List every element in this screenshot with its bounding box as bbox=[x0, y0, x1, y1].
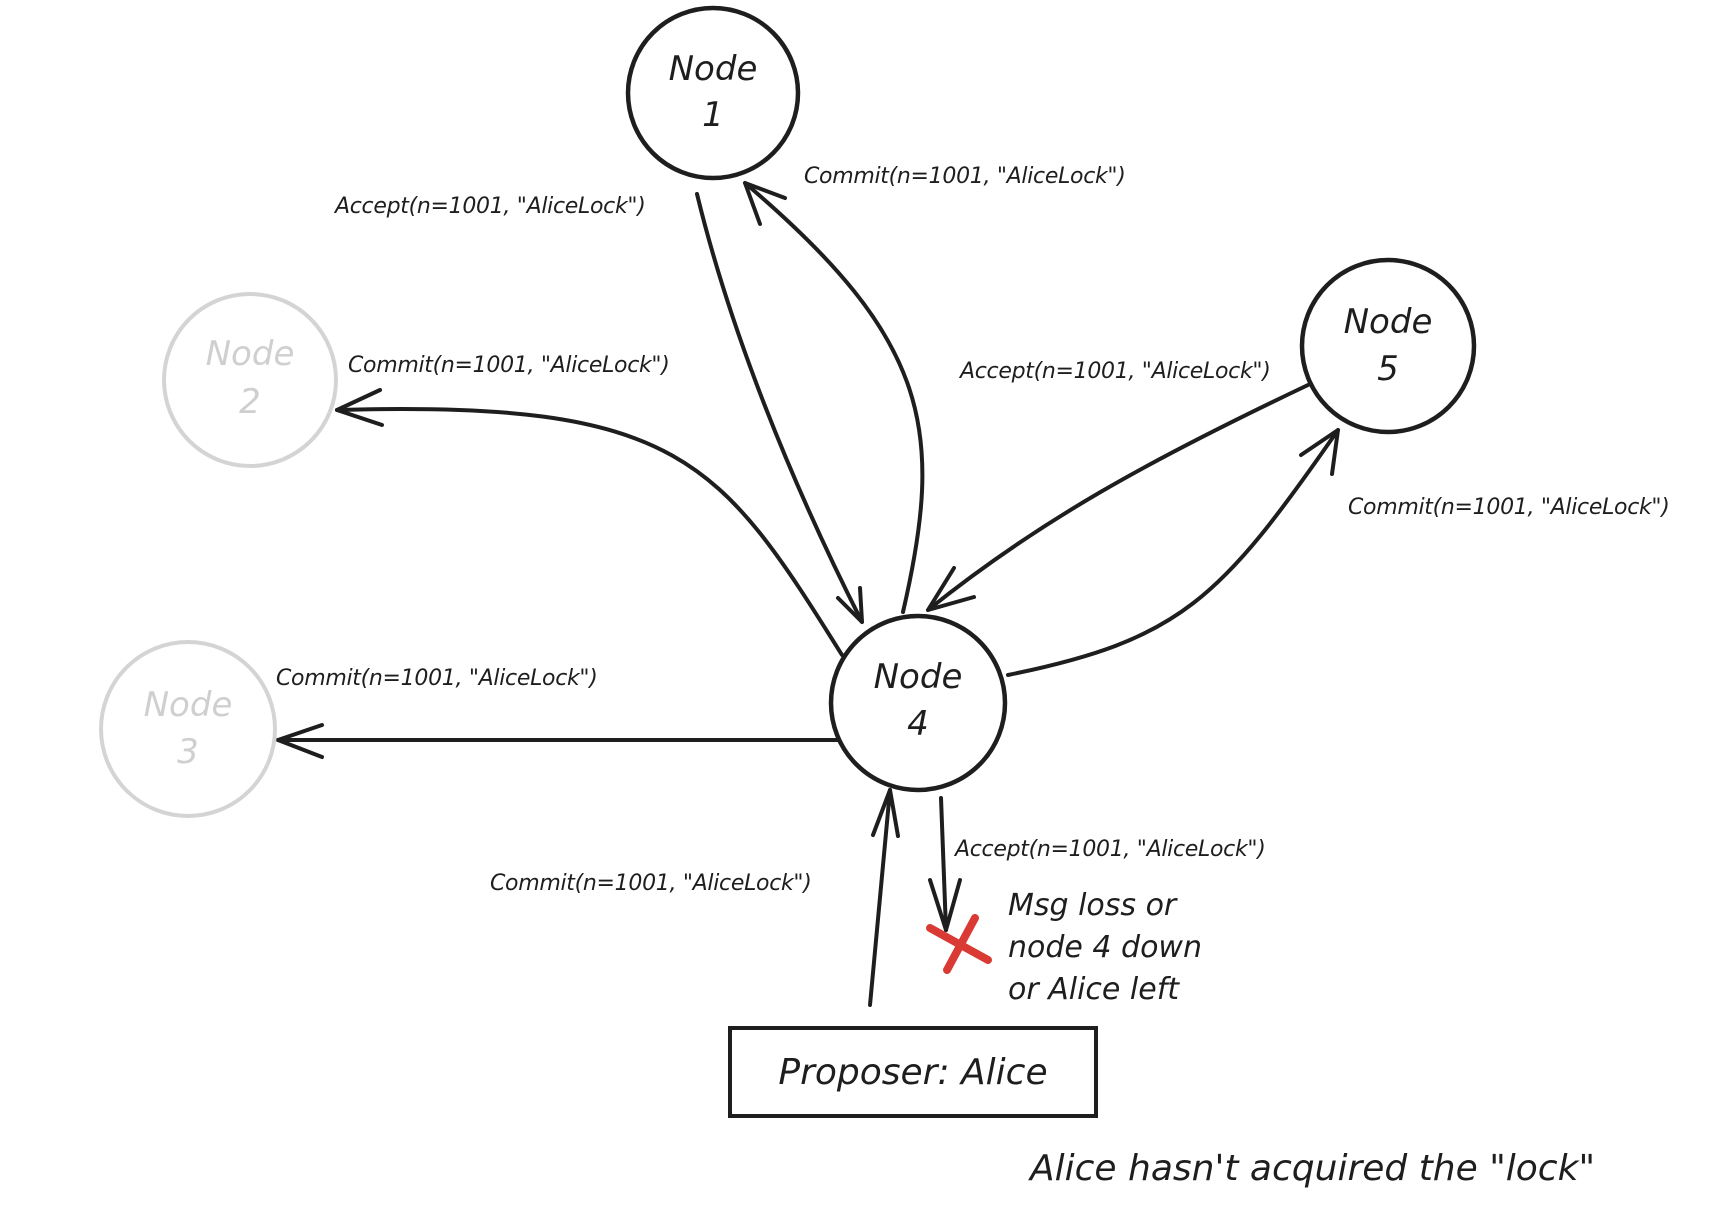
arrowhead-icon bbox=[871, 788, 900, 838]
arrowhead-icon bbox=[836, 586, 864, 624]
failure-note-line: or Alice left bbox=[1008, 972, 1180, 1007]
node-4-number: 4 bbox=[907, 704, 929, 744]
node-2[interactable]: Node 2 bbox=[162, 292, 338, 468]
edge-accept-node5-to-node4 bbox=[926, 383, 1310, 612]
node-5-label: Node bbox=[1344, 302, 1433, 342]
edge-commit-proposer-to-node4 bbox=[868, 788, 900, 1007]
node-4-label: Node bbox=[874, 657, 963, 697]
arrowhead-icon bbox=[928, 878, 962, 932]
failure-x-icon bbox=[926, 914, 992, 974]
edge-accept-node1-to-node4 bbox=[695, 192, 864, 624]
failure-note: Msg loss or node 4 down or Alice left bbox=[1008, 888, 1202, 1007]
arrowhead-icon bbox=[743, 181, 787, 226]
node-1-number: 1 bbox=[702, 95, 724, 135]
failure-note-line: Msg loss or bbox=[1008, 888, 1178, 923]
node-4[interactable]: Node 4 bbox=[828, 613, 1008, 793]
edge-label-commit-node2: Commit(n=1001, "AliceLock") bbox=[348, 353, 670, 378]
edge-label-accept-failed: Accept(n=1001, "AliceLock") bbox=[953, 837, 1265, 862]
node-1[interactable]: Node 1 bbox=[625, 5, 801, 181]
node-2-label: Node bbox=[206, 334, 295, 374]
edge-label-accept-node1: Accept(n=1001, "AliceLock") bbox=[333, 194, 645, 219]
edge-label-commit-proposer: Commit(n=1001, "AliceLock") bbox=[490, 871, 812, 896]
failure-note-line: node 4 down bbox=[1008, 930, 1202, 965]
node-2-number: 2 bbox=[239, 382, 261, 422]
edge-commit-node4-to-node3 bbox=[276, 723, 840, 759]
node-3-number: 3 bbox=[177, 732, 199, 772]
node-1-label: Node bbox=[669, 49, 758, 89]
proposer-label: Proposer: Alice bbox=[778, 1052, 1047, 1093]
edge-commit-node4-to-node5 bbox=[1006, 428, 1340, 677]
proposer-box[interactable]: Proposer: Alice bbox=[728, 1026, 1098, 1118]
edge-commit-node4-to-node1 bbox=[743, 181, 925, 614]
arrowhead-icon bbox=[926, 566, 976, 612]
edge-accept-node4-to-proposer-failed bbox=[928, 796, 962, 932]
edge-label-accept-node5: Accept(n=1001, "AliceLock") bbox=[958, 359, 1270, 384]
edge-label-commit-node3: Commit(n=1001, "AliceLock") bbox=[276, 666, 598, 691]
footer-caption: Alice hasn't acquired the "lock" bbox=[1028, 1148, 1595, 1189]
node-5-number: 5 bbox=[1377, 349, 1399, 389]
edge-commit-node4-to-node2 bbox=[335, 388, 844, 657]
arrowhead-icon bbox=[1299, 428, 1340, 476]
arrowhead-icon bbox=[335, 388, 384, 427]
node-5[interactable]: Node 5 bbox=[1299, 257, 1477, 435]
node-3[interactable]: Node 3 bbox=[99, 640, 277, 818]
arrowhead-icon bbox=[276, 723, 324, 759]
node-3-label: Node bbox=[144, 685, 233, 725]
edge-label-commit-node1: Commit(n=1001, "AliceLock") bbox=[804, 164, 1126, 189]
edge-label-commit-node5: Commit(n=1001, "AliceLock") bbox=[1348, 495, 1670, 520]
